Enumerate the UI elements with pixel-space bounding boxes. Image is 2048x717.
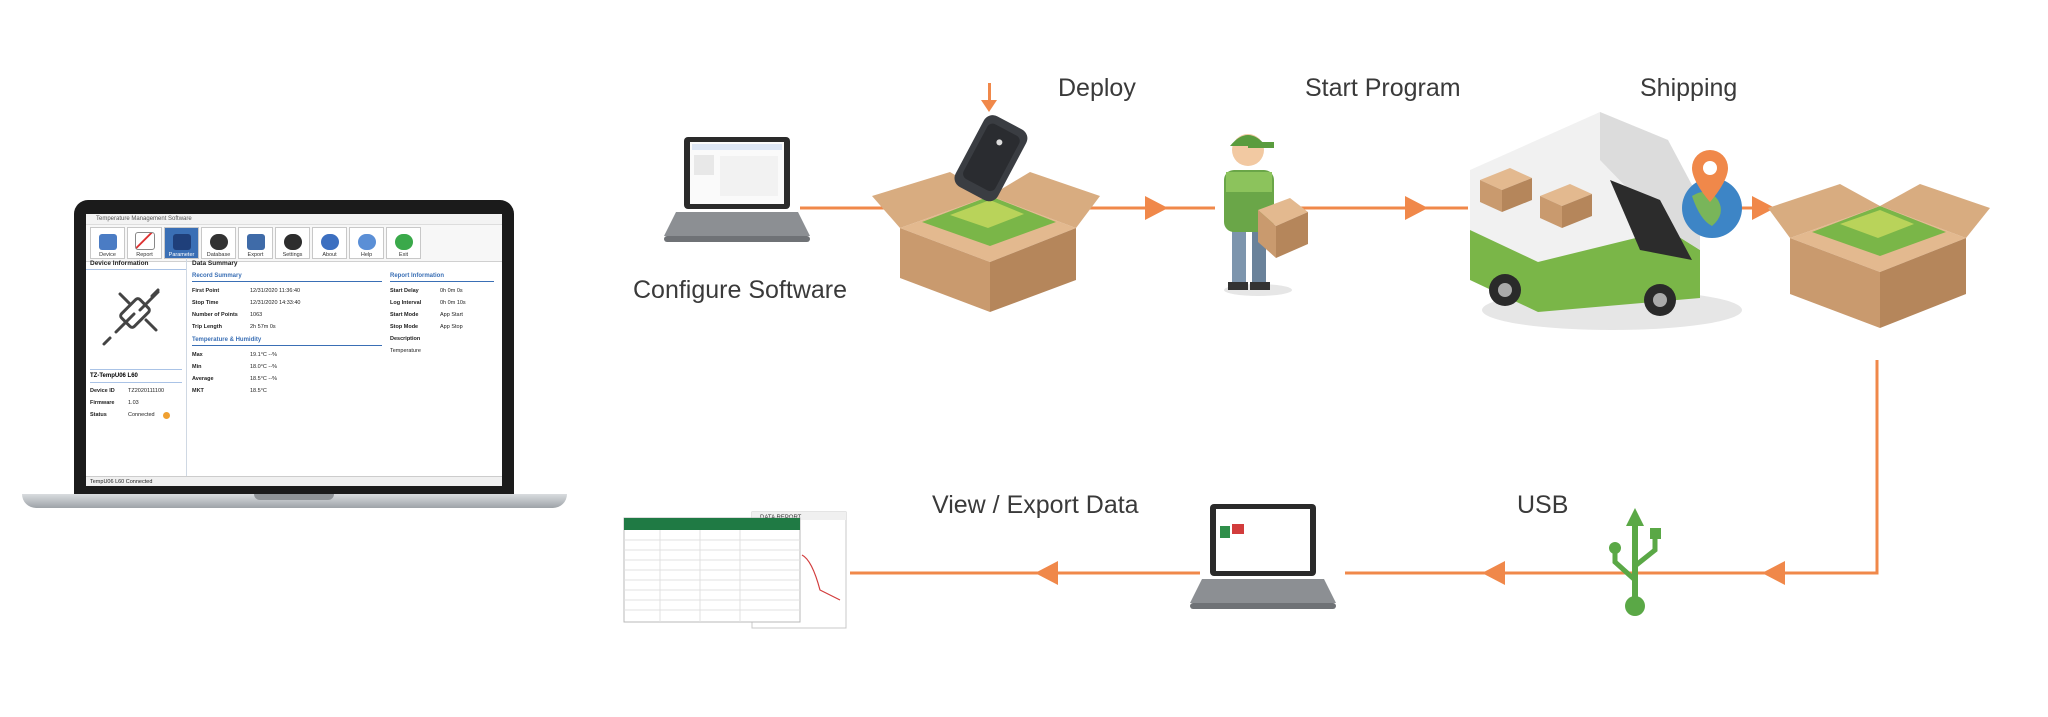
status-label: Status — [90, 412, 107, 418]
toolbar-about-button[interactable]: About — [312, 227, 347, 259]
mkt-label: MKT — [192, 388, 204, 394]
log-interval-label: Log Interval — [390, 300, 422, 306]
small-laptop-icon — [664, 137, 810, 242]
info-icon — [320, 234, 339, 250]
spreadsheet-report-icon: DATA REPORT — [623, 511, 847, 629]
box-with-logger-icon — [872, 115, 1100, 312]
start-delay-value: 0h 0m 0s — [440, 288, 463, 294]
deploy-down-arrow-head — [981, 100, 997, 112]
stop-time-value: 12/31/2020 14:33:40 — [250, 300, 301, 306]
avg-label: Average — [192, 376, 214, 382]
stop-mode-value: App Stop — [440, 324, 463, 330]
monitor-icon — [98, 234, 117, 250]
start-delay-label: Start Delay — [390, 288, 419, 294]
worker-icon — [1224, 134, 1308, 296]
deploy-down-arrow-stem — [988, 83, 991, 103]
record-summary-title: Record Summary — [192, 273, 382, 282]
stop-time-label: Stop Time — [192, 300, 219, 306]
firmware-label: Firmware — [90, 400, 115, 406]
step-label-shipping: Shipping — [1640, 74, 1738, 102]
max-label: Max — [192, 352, 203, 358]
description-label: Description — [390, 336, 421, 342]
min-value: 18.0°C --% — [250, 364, 277, 370]
arrow-left-3 — [1035, 561, 1058, 585]
toolbar-parameter-button[interactable]: Parameter — [164, 227, 199, 259]
usb-icon — [1609, 508, 1661, 616]
avg-value: 18.5°C --% — [250, 376, 277, 382]
device-name: TZ-TempU06 L60 — [90, 373, 138, 379]
data-summary-title: Data Summary — [192, 260, 238, 267]
description-value: Temperature — [390, 348, 421, 354]
device-info-title: Device Information — [86, 258, 186, 270]
stop-mode-label: Stop Mode — [390, 324, 419, 330]
first-point-label: First Point — [192, 288, 220, 294]
toolbar-report-button[interactable]: Report — [127, 227, 162, 259]
toolbar-help-button[interactable]: Help — [349, 227, 384, 259]
status-value: Connected — [128, 412, 155, 418]
num-points-value: 1063 — [250, 312, 263, 318]
toolbar-export-button[interactable]: Export — [238, 227, 273, 259]
step-label-deploy: Deploy — [1058, 74, 1136, 102]
app-window: Temperature Management Software Device R… — [86, 214, 502, 486]
arrow-right-1 — [1145, 196, 1168, 220]
download-laptop-icon — [1190, 504, 1336, 609]
app-toolbar: Device Report Parameter Database Export … — [86, 225, 502, 262]
arrow-left-1 — [1762, 561, 1785, 585]
app-statusbar: TempU06 L60 Connected — [86, 476, 502, 486]
laptop-base — [22, 494, 567, 508]
temp-humidity-title: Temperature & Humidity — [192, 337, 382, 346]
toolbar-device-button[interactable]: Device — [90, 227, 125, 259]
device-info-panel: Device Information TZ-TempU06 L60 Device… — [86, 258, 187, 476]
mkt-value: 18.5°C — [250, 388, 267, 394]
report-info-title: Report Information — [390, 273, 494, 282]
delivery-van-icon — [1470, 112, 1742, 330]
power-icon — [394, 234, 413, 250]
start-mode-label: Start Mode — [390, 312, 419, 318]
trip-length-value: 2h 57m 0s — [250, 324, 276, 330]
chart-icon — [134, 232, 155, 250]
box-arrived-icon — [1768, 184, 1990, 328]
gear-icon — [283, 234, 302, 250]
flow-line-arrive-usb — [1345, 360, 1879, 575]
toolbar-exit-button[interactable]: Exit — [386, 227, 421, 259]
log-interval-value: 0h 0m 10s — [440, 300, 466, 306]
num-points-label: Number of Points — [192, 312, 238, 318]
start-mode-value: App Start — [440, 312, 463, 318]
disk-icon — [172, 234, 191, 250]
laptop-screen-bezel: Temperature Management Software Device R… — [74, 200, 514, 496]
laptop-notch — [254, 494, 334, 500]
status-indicator-icon — [162, 411, 170, 419]
step-label-configure: Configure Software — [633, 276, 848, 304]
first-point-value: 12/31/2020 11:36:40 — [250, 288, 301, 294]
help-icon — [357, 234, 376, 250]
data-summary-panel: Data Summary Record Summary First Point 1… — [188, 258, 502, 476]
toolbar-settings-button[interactable]: Settings — [275, 227, 310, 259]
arrow-right-2 — [1405, 196, 1428, 220]
trip-length-label: Trip Length — [192, 324, 222, 330]
firmware-value: 1.03 — [128, 400, 139, 406]
app-title: Temperature Management Software — [86, 214, 502, 225]
arrow-right-3 — [1752, 196, 1775, 220]
location-pin-icon — [1692, 150, 1728, 202]
arrow-left-2 — [1482, 561, 1505, 585]
min-label: Min — [192, 364, 202, 370]
laptop-with-software: Temperature Management Software Device R… — [22, 200, 567, 512]
device-id-label: Device ID — [90, 388, 115, 394]
step-label-view-export: View / Export Data — [932, 491, 1139, 519]
binoculars-icon — [209, 234, 228, 250]
device-id-value: TZ2020111100 — [128, 388, 165, 394]
max-value: 19.1°C --% — [250, 352, 277, 358]
folder-icon — [246, 234, 265, 250]
step-label-usb: USB — [1517, 491, 1569, 519]
toolbar-database-button[interactable]: Database — [201, 227, 236, 259]
step-label-start-program: Start Program — [1305, 74, 1461, 102]
plug-icon — [102, 288, 160, 346]
